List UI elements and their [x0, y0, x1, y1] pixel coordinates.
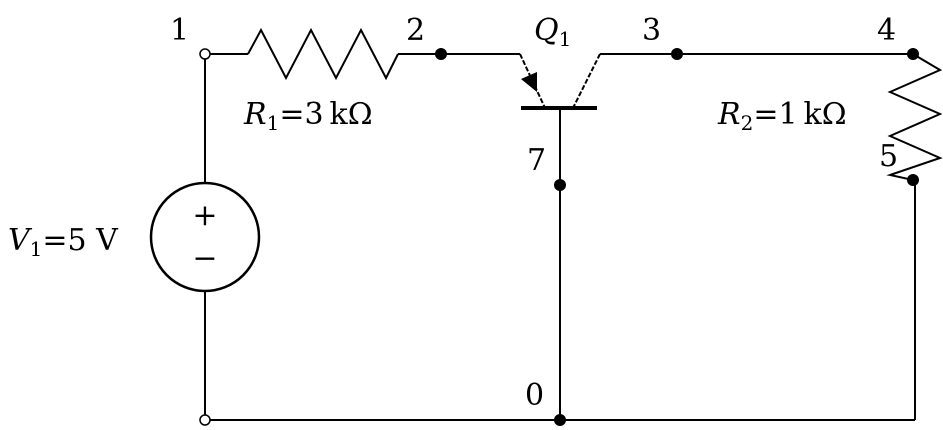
node-label-1: 1	[170, 13, 189, 48]
node-label-7: 7	[527, 143, 546, 178]
transistor-q1	[519, 53, 601, 110]
node-3-dot	[671, 48, 683, 60]
r2-label: R2=1 kΩ	[717, 97, 847, 135]
node-label-4: 4	[877, 13, 896, 48]
node-label-3: 3	[642, 13, 661, 48]
node-label-2: 2	[406, 13, 425, 48]
node-1-terminal	[199, 48, 211, 60]
node-2-dot	[435, 48, 447, 60]
node-label-0: 0	[525, 378, 544, 413]
plus-sign: +	[192, 198, 217, 233]
emitter-arrow-icon	[521, 72, 537, 92]
node-label-5: 5	[879, 139, 898, 174]
node-5-dot	[907, 174, 919, 186]
v1-label: V1=5 V	[8, 223, 119, 261]
voltage-source-v1: + −	[149, 181, 261, 293]
r1-label: R1=3 kΩ	[243, 97, 373, 135]
node-4-dot	[907, 48, 919, 60]
node-0-dot	[554, 414, 566, 426]
node-7-dot	[554, 179, 566, 191]
resistor-r2	[886, 53, 943, 181]
minus-sign: −	[192, 241, 217, 276]
node-0-terminal	[199, 414, 211, 426]
q1-label: Q1	[534, 13, 571, 51]
resistor-r1	[247, 27, 399, 81]
